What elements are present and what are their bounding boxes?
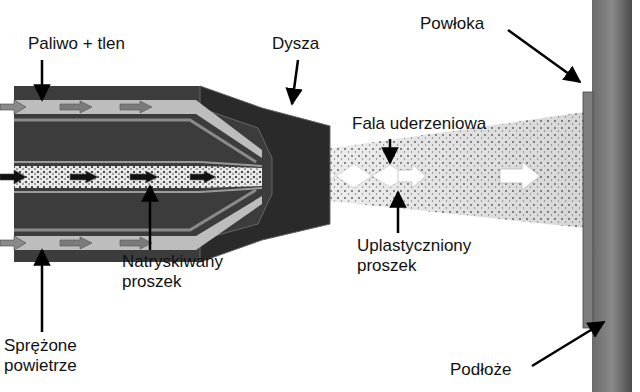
part-label: Podłoże: [450, 360, 511, 380]
part-label: Uplastyczniony proszek: [357, 236, 497, 276]
part-label: Natryskiwany proszek: [122, 252, 240, 292]
part-label: Sprężone powietrze: [4, 336, 122, 376]
substrate: [592, 0, 632, 392]
part-label: Powłoka: [420, 14, 484, 34]
spray-gun-body: [14, 86, 330, 262]
leader-arrows: [42, 30, 604, 366]
coating-layer: [583, 92, 593, 328]
part-label: Dysza: [272, 34, 319, 54]
inlet-arrows: [0, 100, 26, 250]
part-label: Paliwo + tlen: [28, 34, 125, 54]
part-label: Fala uderzeniowa: [352, 114, 486, 134]
